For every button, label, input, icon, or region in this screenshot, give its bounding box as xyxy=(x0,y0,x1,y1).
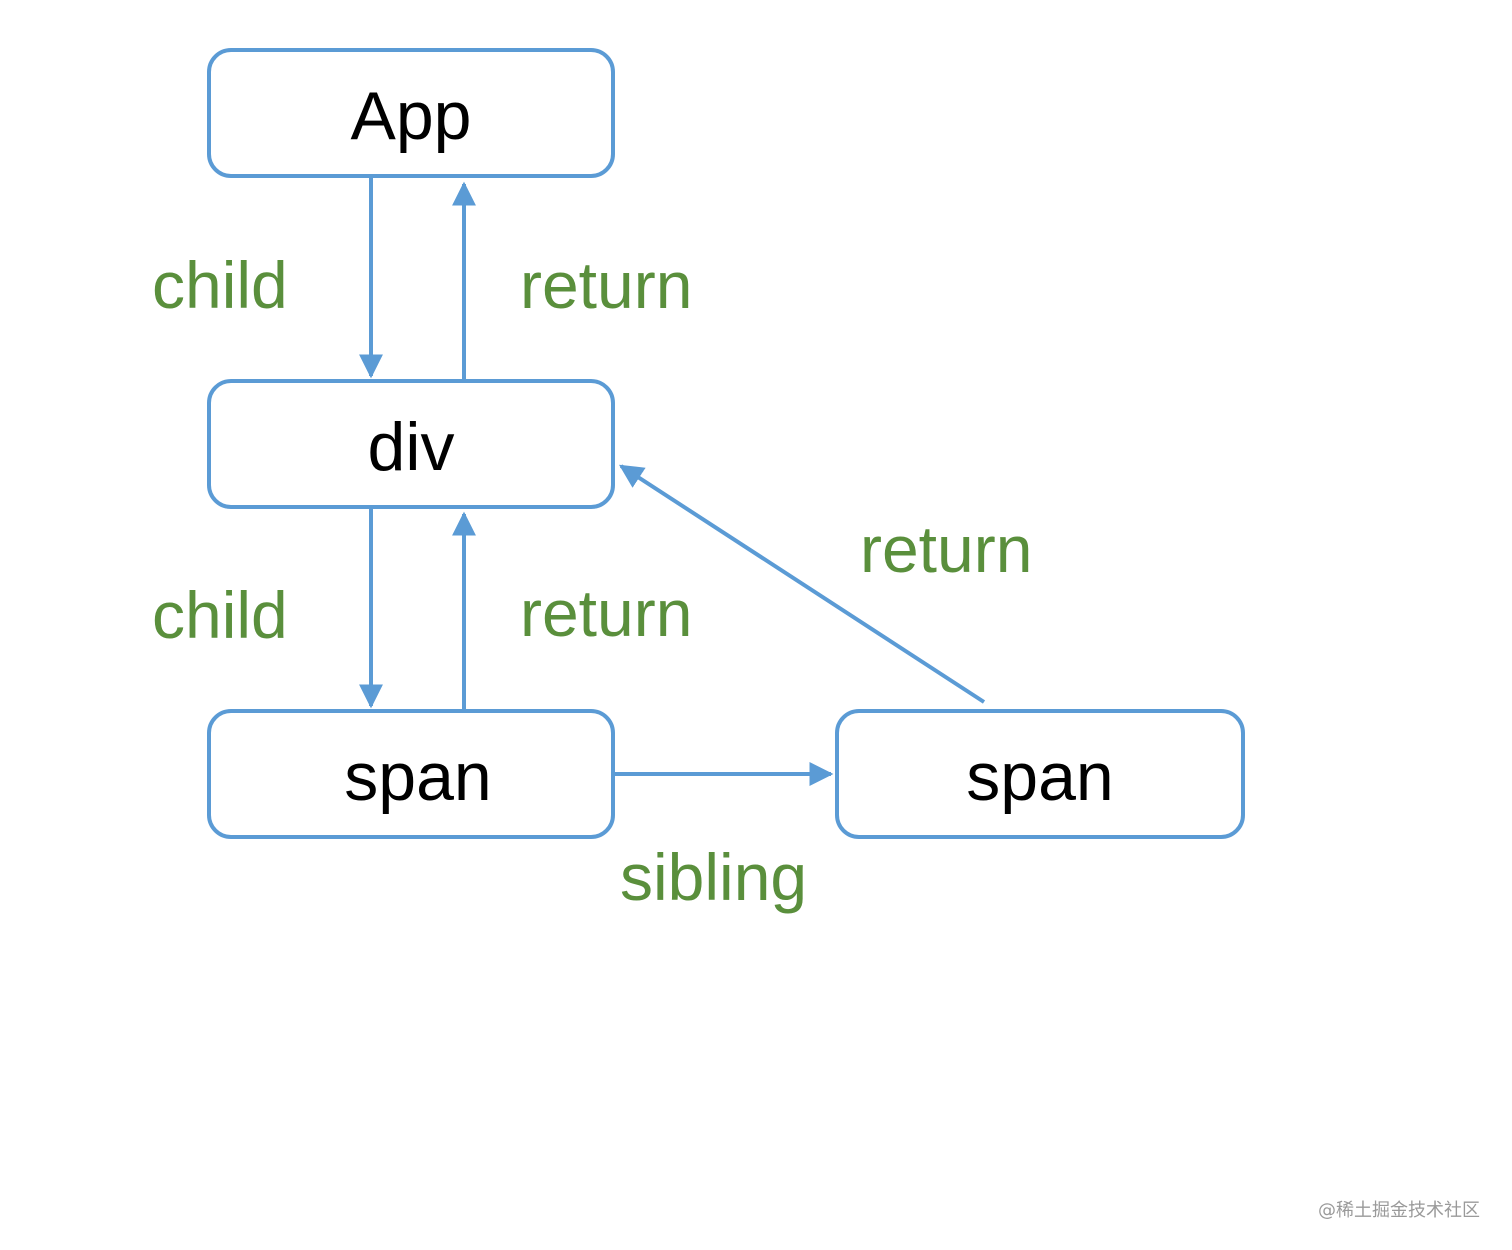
node-div: div xyxy=(207,379,615,509)
edge-label-div-span-child: child xyxy=(152,578,288,652)
edge-label-div-app-return: return xyxy=(520,248,692,322)
node-app-box xyxy=(207,48,615,178)
node-span-second: span xyxy=(835,709,1245,839)
span2-to-div-return-arrow xyxy=(618,464,986,704)
node-span-second-box xyxy=(835,709,1245,839)
edge-label-sibling: sibling xyxy=(620,840,807,914)
node-div-box xyxy=(207,379,615,509)
node-app-label: App xyxy=(351,78,472,154)
edge-label-app-div-child: child xyxy=(152,248,288,322)
node-app: App xyxy=(207,48,615,178)
edge-label-span-div-return: return xyxy=(520,576,692,650)
edge-label-span2-div-return: return xyxy=(860,512,1032,586)
node-div-label: div xyxy=(368,409,455,485)
node-span-first-label: span xyxy=(344,739,491,815)
watermark: @稀土掘金技术社区 xyxy=(1318,1200,1480,1221)
node-span-first-box xyxy=(207,709,615,839)
node-span-second-label: span xyxy=(966,739,1113,815)
node-span-first: span xyxy=(207,709,615,839)
